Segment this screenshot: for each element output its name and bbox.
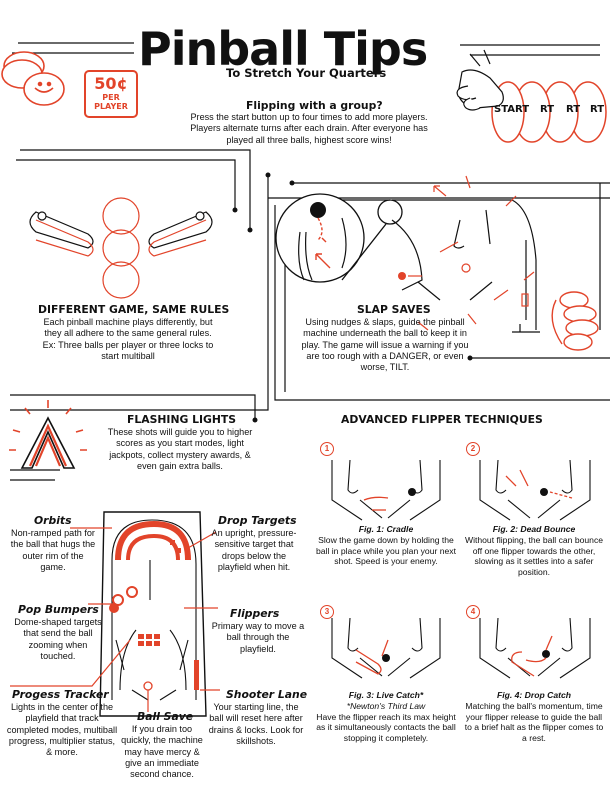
fig-1-body: Slow the game down by holding the ball i… <box>316 534 456 567</box>
page-subtitle: To Stretch Your Quarters <box>226 66 387 80</box>
rules-heading: DIFFERENT GAME, SAME RULES <box>38 303 230 316</box>
price-per: PER <box>102 93 120 102</box>
rules-body: Each pinball machine plays differently, … <box>42 317 214 361</box>
fig-4-body: Matching the ball's momentum, time your … <box>464 700 604 744</box>
fig-2-number: 2 <box>466 442 480 456</box>
start-label-repeat-2: RT <box>566 104 581 115</box>
start-label-repeat-1: RT <box>540 104 555 115</box>
fig-3-footnote: *Newton's Third Law <box>346 700 426 711</box>
progress-tracker-label: Progess Tracker <box>12 688 109 701</box>
start-buttons: START RT RT RT <box>494 104 604 120</box>
shooter-lane-label: Shooter Lane <box>226 688 308 701</box>
lights-heading: FLASHING LIGHTS <box>127 413 237 426</box>
drop-targets-body: An upright, pressure-sensitive target th… <box>211 528 297 572</box>
price-amount: 50¢ <box>94 74 128 93</box>
orbits-label: Orbits <box>34 514 72 527</box>
fig-3-caption: Fig. 3: Live Catch* *Newton's Third Law … <box>316 690 456 744</box>
flippers-body: Primary way to move a ball through the p… <box>211 621 305 654</box>
slap-heading: SLAP SAVES <box>357 303 431 316</box>
fig-2-title: Fig. 2: Dead Bounce <box>492 524 576 534</box>
shooter-lane-body: Your starting line, the ball will reset … <box>208 702 304 746</box>
start-label: START <box>494 104 530 115</box>
ball-save-label: Ball Save <box>137 710 194 723</box>
progress-tracker-body: Lights in the center of the playfield th… <box>6 702 118 758</box>
slap-body: Using nudges & slaps, guide the pinball … <box>301 317 469 373</box>
page-title: Pinball Tips <box>138 22 428 76</box>
ball-save-body: If you drain too quickly, the machine ma… <box>121 724 203 780</box>
start-label-repeat-3: RT <box>590 104 605 115</box>
pop-bumpers-body: Dome-shaped targets that send the ball z… <box>14 617 102 661</box>
fig-2-caption: Fig. 2: Dead Bounce Without flipping, th… <box>462 524 606 578</box>
fig-1-title: Fig. 1: Cradle <box>358 524 414 534</box>
group-body: Press the start button up to four times … <box>190 112 428 145</box>
fig-3-title: Fig. 3: Live Catch* <box>348 690 424 700</box>
fig-1-number: 1 <box>320 442 334 456</box>
fig-1-caption: Fig. 1: Cradle Slow the game down by hol… <box>316 524 456 567</box>
pop-bumpers-label: Pop Bumpers <box>18 603 99 616</box>
fig-4-caption: Fig. 4: Drop Catch Matching the ball's m… <box>462 690 606 744</box>
fig-3-number: 3 <box>320 605 334 619</box>
fig-4-number: 4 <box>466 605 480 619</box>
fig-3-body: Have the flipper reach its max height as… <box>316 711 456 744</box>
fig-4-title: Fig. 4: Drop Catch <box>496 690 571 700</box>
price-badge: 50¢ PER PLAYER <box>84 70 138 118</box>
advanced-heading: ADVANCED FLIPPER TECHNIQUES <box>341 413 543 426</box>
fig-2-body: Without flipping, the ball can bounce of… <box>464 534 604 578</box>
drop-targets-label: Drop Targets <box>218 514 297 527</box>
flippers-label: Flippers <box>230 607 280 620</box>
price-player: PLAYER <box>94 102 128 111</box>
orbits-body: Non-ramped path for the ball that hugs t… <box>10 528 96 572</box>
lights-body: These shots will guide you to higher sco… <box>107 427 253 471</box>
group-heading: Flipping with a group? <box>246 99 383 112</box>
